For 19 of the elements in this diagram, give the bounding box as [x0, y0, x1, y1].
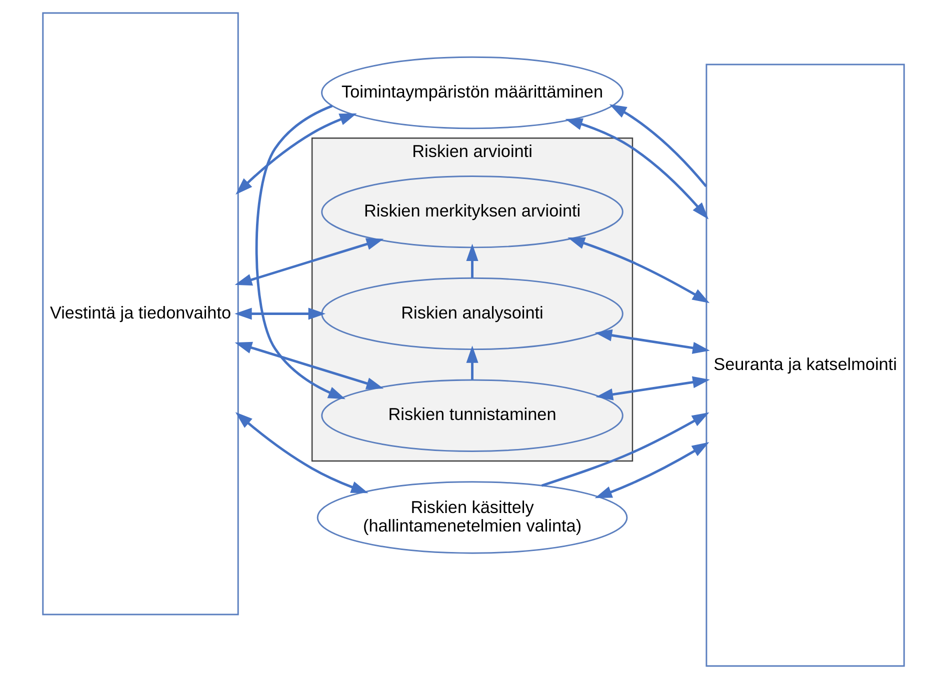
node-box: Seuranta ja katselmointi — [706, 64, 905, 667]
arrow — [466, 244, 478, 278]
arrow — [235, 412, 368, 494]
arrow — [594, 329, 710, 354]
arrow — [234, 308, 326, 320]
arrow — [568, 237, 710, 304]
arrow — [236, 113, 357, 195]
arrow — [234, 342, 384, 390]
arrow — [255, 104, 346, 400]
node-ellipse: Riskien tunnistaminen — [321, 379, 624, 452]
arrow — [609, 104, 708, 188]
arrow — [596, 376, 710, 400]
node-ellipse: Riskien analysointi — [321, 277, 624, 350]
arrow — [234, 238, 384, 286]
arrow — [541, 412, 710, 487]
arrow — [565, 118, 709, 220]
arrow — [466, 346, 478, 380]
node-box: Viestintä ja tiedonvaihto — [42, 12, 239, 616]
arrow — [594, 442, 710, 498]
